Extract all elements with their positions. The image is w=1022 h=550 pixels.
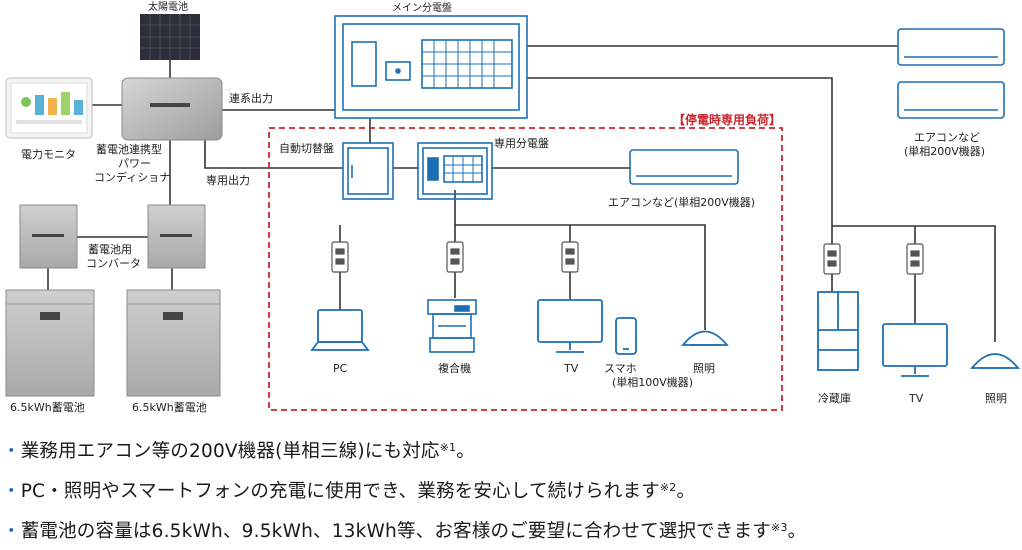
battery-left-label: 6.5kWh蓄電池	[10, 401, 85, 414]
bullet-dot: ・	[2, 441, 21, 462]
outlet-fridge	[823, 243, 841, 275]
dedicated-panel	[417, 142, 493, 200]
power-conditioner-label-2: パワー	[118, 157, 151, 170]
pc-icon	[310, 309, 370, 351]
pc-label: PC	[333, 362, 348, 375]
bullet-text: 業務用エアコン等の200V機器(単相三線)にも対応	[20, 441, 440, 462]
outlets	[331, 241, 924, 275]
bullet-dot: ・	[2, 521, 21, 542]
feature-bullet-1: ・業務用エアコン等の200V機器(単相三線)にも対応※1。	[2, 430, 1020, 470]
bullet-note: ※1	[439, 441, 457, 454]
feature-bullets: ・業務用エアコン等の200V機器(単相三線)にも対応※1。 ・PC・照明やスマー…	[2, 430, 1020, 550]
outlet-pc	[331, 241, 349, 273]
light-outer-icon	[970, 353, 1020, 369]
bullet-end: 。	[787, 521, 807, 542]
power-monitor	[5, 77, 93, 139]
outlet-tv-outer	[906, 243, 924, 275]
mfp-label: 複合機	[438, 361, 471, 375]
smartphone-label-2: (単相100V機器)	[612, 375, 693, 389]
bullet-text: PC・照明やスマートフォンの充電に使用でき、業務を安心して続けられます	[20, 481, 660, 502]
tv-outer-icon	[882, 323, 948, 377]
fridge-icon	[817, 291, 859, 371]
bullet-end: 。	[676, 481, 696, 502]
solar-label: 太陽電池	[148, 0, 188, 13]
air-conditioner-outer-label-2: (単相200V機器)	[904, 144, 985, 158]
system-diagram: 【停電時専用負荷】 太陽電池 電力モニタ 蓄電池連携型 パワー コンディショナ …	[5, 0, 1020, 414]
smartphone-label-1: スマホ	[604, 362, 637, 375]
outage-load-label: 【停電時専用負荷】	[673, 112, 781, 127]
tv-inner-label: TV	[563, 362, 579, 375]
bullet-note: ※2	[659, 481, 677, 494]
fridge-label: 冷蔵庫	[818, 391, 851, 405]
solar-panel	[140, 14, 200, 60]
power-conditioner-label-1: 蓄電池連携型	[96, 142, 162, 156]
auto-switch-label: 自動切替盤	[279, 141, 334, 155]
outlet-tv-inner	[561, 241, 579, 273]
battery-right	[126, 289, 221, 397]
air-conditioner-outer-label-1: エアコンなど	[914, 131, 980, 144]
converter-right	[147, 204, 206, 269]
feature-bullet-3: ・蓄電池の容量は6.5kWh、9.5kWh、13kWh等、お客様のご要望に合わせ…	[2, 510, 1020, 550]
grid-output-label: 連系出力	[229, 91, 273, 105]
air-conditioner-outer-2	[897, 81, 1005, 119]
power-conditioner-label-3: コンディショナ	[94, 170, 170, 184]
smartphone-icon	[615, 317, 637, 355]
tv-outer-label: TV	[908, 392, 924, 405]
converter-left	[19, 204, 78, 269]
bullet-dot: ・	[2, 481, 21, 502]
feature-bullet-2: ・PC・照明やスマートフォンの充電に使用でき、業務を安心して続けられます※2。	[2, 470, 1020, 510]
air-conditioner-inner	[629, 149, 739, 185]
air-conditioner-outer-1	[897, 28, 1005, 66]
auto-switch-panel	[342, 142, 394, 200]
dedicated-panel-label: 専用分電盤	[494, 137, 549, 150]
bullet-end: 。	[456, 441, 475, 462]
bullet-text: 蓄電池の容量は6.5kWh、9.5kWh、13kWh等、お客様のご要望に合わせて…	[20, 521, 771, 542]
bullet-note: ※3	[770, 521, 788, 534]
battery-left	[5, 289, 95, 397]
light-outer-label: 照明	[985, 392, 1007, 405]
main-panel-label: メイン分電盤	[392, 1, 452, 14]
mfp-icon	[427, 299, 477, 353]
outlet-mfp	[446, 241, 464, 273]
tv-inner-icon	[537, 299, 603, 353]
battery-right-label: 6.5kWh蓄電池	[132, 401, 207, 414]
light-inner-label: 照明	[693, 362, 715, 375]
dedicated-output-label: 専用出力	[206, 173, 250, 187]
light-inner-icon	[681, 330, 729, 346]
air-conditioner-inner-label: エアコンなど(単相200V機器)	[608, 195, 755, 209]
converter-label-1: 蓄電池用	[88, 243, 132, 256]
outage-load-box	[268, 127, 783, 411]
power-conditioner	[121, 77, 223, 141]
converter-label-2: コンバータ	[86, 257, 141, 270]
power-monitor-label: 電力モニタ	[21, 148, 76, 161]
wiring	[47, 45, 996, 342]
main-panel	[334, 15, 528, 119]
